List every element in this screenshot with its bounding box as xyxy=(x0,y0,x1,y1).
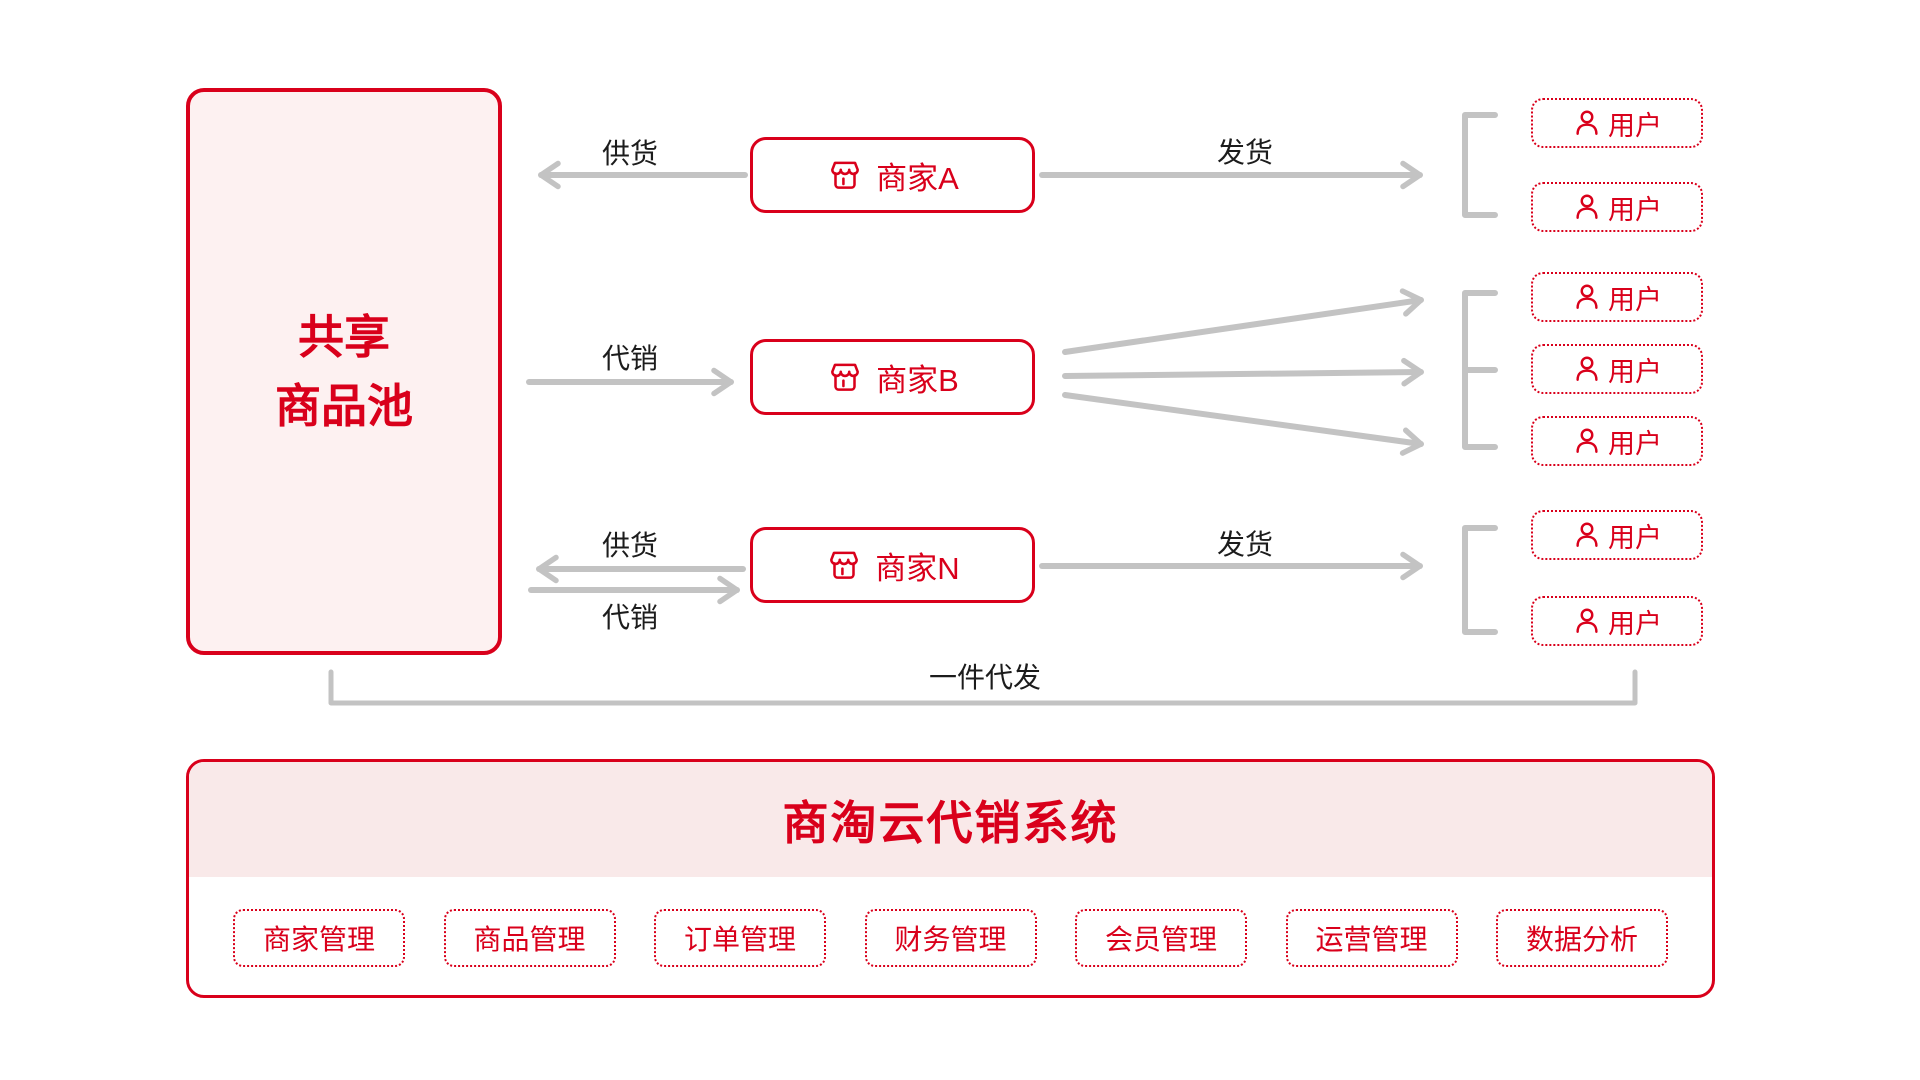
person-icon xyxy=(1572,426,1602,456)
system-modules-row: 商家管理 商品管理 订单管理 财务管理 会员管理 运营管理 数据分析 xyxy=(189,909,1712,967)
user-chip: 用户 xyxy=(1531,596,1703,646)
user-chip: 用户 xyxy=(1531,98,1703,148)
label-supply-row3: 供货 xyxy=(601,530,659,561)
shared-product-pool: 共享 商品池 xyxy=(186,88,502,655)
user-chip: 用户 xyxy=(1531,416,1703,466)
user-chip: 用户 xyxy=(1531,272,1703,322)
person-icon xyxy=(1572,108,1602,138)
arrow-fan-bottom xyxy=(1062,392,1424,456)
storefront-icon xyxy=(825,546,863,584)
storefront-icon xyxy=(826,358,864,396)
arrow-fan-top xyxy=(1062,288,1424,355)
module-data-analysis: 数据分析 xyxy=(1496,909,1668,967)
label-ship-row1: 发货 xyxy=(1216,137,1274,168)
merchant-a-label: 商家A xyxy=(876,160,959,196)
user-label: 用户 xyxy=(1608,356,1662,387)
label-supply-row1: 供货 xyxy=(601,138,659,169)
merchant-a-box: 商家A xyxy=(750,137,1035,213)
user-label: 用户 xyxy=(1608,428,1662,459)
module-operation-management: 运营管理 xyxy=(1285,909,1458,967)
module-member-management: 会员管理 xyxy=(1075,909,1247,967)
consignment-system-box: 商淘云代销系统 商家管理 商品管理 订单管理 财务管理 会员管理 运营管理 数据… xyxy=(186,759,1715,998)
person-icon xyxy=(1572,282,1602,312)
module-product-management: 商品管理 xyxy=(443,909,616,967)
module-merchant-management: 商家管理 xyxy=(233,909,405,967)
user-label: 用户 xyxy=(1608,284,1662,315)
pool-label-line2: 商品池 xyxy=(275,379,413,432)
person-icon xyxy=(1572,192,1602,222)
label-ship-row3: 发货 xyxy=(1216,529,1274,560)
label-dropship: 一件代发 xyxy=(928,662,1042,693)
storefront-icon xyxy=(826,156,864,194)
bracket-dropship xyxy=(328,669,1638,706)
person-icon xyxy=(1572,606,1602,636)
system-title-band: 商淘云代销系统 xyxy=(189,762,1712,877)
user-label: 用户 xyxy=(1608,522,1662,553)
person-icon xyxy=(1572,520,1602,550)
pool-label-line1: 共享 xyxy=(298,310,390,363)
merchant-n-label: 商家N xyxy=(875,550,960,586)
merchant-n-box: 商家N xyxy=(750,527,1035,603)
user-chip: 用户 xyxy=(1531,344,1703,394)
user-label: 用户 xyxy=(1608,194,1662,225)
merchant-b-label: 商家B xyxy=(876,362,959,398)
user-chip: 用户 xyxy=(1531,182,1703,232)
system-title: 商淘云代销系统 xyxy=(782,796,1119,849)
user-label: 用户 xyxy=(1608,608,1662,639)
label-consign-row2: 代销 xyxy=(601,343,659,374)
bracket-users-row3 xyxy=(1462,525,1498,635)
module-finance-management: 财务管理 xyxy=(864,909,1037,967)
module-order-management: 订单管理 xyxy=(654,909,826,967)
bracket-users-row2 xyxy=(1462,290,1498,450)
label-consign-row3: 代销 xyxy=(601,602,659,633)
person-icon xyxy=(1572,354,1602,384)
user-chip: 用户 xyxy=(1531,510,1703,560)
arrow-fan-middle xyxy=(1062,357,1424,387)
merchant-b-box: 商家B xyxy=(750,339,1035,415)
user-label: 用户 xyxy=(1608,110,1662,141)
bracket-users-row1 xyxy=(1462,112,1498,218)
